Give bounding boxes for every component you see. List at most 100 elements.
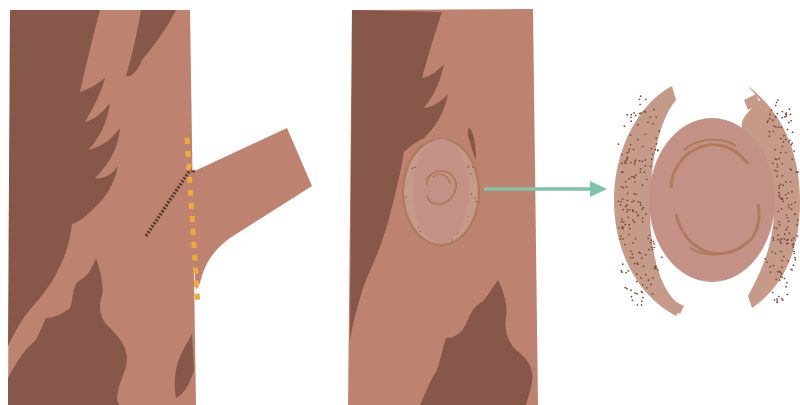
speckle-dot [790,239,793,242]
speckle-dot [643,171,646,174]
speckle-dot [786,281,788,284]
speckle-dot [645,178,648,181]
growth-ring-arc [674,203,761,256]
speckle-dot [634,159,637,162]
right-arrow-icon [484,181,607,197]
speckle-dot [781,174,784,177]
speckle-dot [624,223,627,226]
speckle-dot [631,299,634,302]
speckle-dot [644,253,647,256]
speckle-dot [633,192,636,195]
speckle-dot [420,230,422,233]
wound-speckles [405,165,477,241]
speckle-dot [634,292,636,295]
collar-speckles [617,95,799,306]
speckle-dot [638,251,640,254]
speckle-dot [783,238,786,240]
speckle-dot [781,162,784,165]
speckle-dot [768,135,771,138]
speckle-dot [786,217,789,219]
speckle-dot [641,184,644,187]
speckle-dot [779,271,782,274]
speckle-dot [627,270,630,272]
speckle-dot [791,131,794,134]
speckle-dot [657,269,659,272]
speckle-dot [413,167,415,169]
speckle-dot [655,137,658,140]
speckle-dot [795,171,798,174]
speckle-dot [780,126,783,129]
speckle-dot [778,224,781,226]
speckle-dot [620,185,623,188]
speckle-dot [787,204,790,207]
speckle-dot [775,101,778,104]
speckle-dot [784,151,787,154]
speckle-dot [779,241,782,244]
speckle-dot [796,219,799,221]
speckle-dot [629,134,632,137]
speckle-dot [789,113,792,116]
speckle-dot [632,148,635,151]
speckle-dot [629,161,632,164]
speckle-dot [782,184,785,187]
speckle-dot [650,147,653,150]
wound-face [413,139,469,243]
speckle-dot [771,162,774,165]
speckle-dot [794,201,797,204]
speckle-dot [639,252,642,255]
speckle-dot [792,243,795,245]
speckle-dot [644,164,647,167]
speckle-dot [635,273,638,276]
speckle-dot [624,205,627,208]
wound-face-closeup [649,118,775,282]
speckle-dot [794,256,796,259]
panel-branch-attached [8,10,312,405]
speckle-dot [794,258,797,261]
speckle-dot [785,115,788,118]
speckle-dot [774,104,777,107]
speckle-dot [647,121,649,124]
speckle-dot [768,131,771,133]
speckle-dot [622,220,625,223]
speckle-dot [640,112,643,114]
speckle-dot [636,138,639,141]
speckle-dot [636,262,639,265]
speckle-dot [778,195,780,198]
speckle-dot [772,264,775,267]
speckle-dot [794,213,797,216]
speckle-dot [785,113,787,116]
speckle-dot [790,119,792,122]
speckle-dot [617,143,620,146]
speckle-dot [625,271,627,274]
speckle-dot [621,218,623,221]
speckle-dot [774,157,777,160]
speckle-dot [775,227,778,230]
pruning-wound [401,137,481,247]
speckle-dot [626,157,628,160]
speckle-dot [787,238,789,241]
speckle-dot [787,121,790,124]
speckle-dot [649,165,652,168]
speckle-dot [622,238,624,240]
speckle-dot [775,126,777,128]
speckle-dot [632,242,634,244]
speckle-dot [782,141,785,143]
speckle-dot [630,295,633,298]
speckle-dot [633,112,636,114]
collar-notch [744,94,760,110]
speckle-dot [788,139,791,142]
speckle-dot [776,270,779,273]
speckle-dot [621,263,624,266]
speckle-dot [650,283,653,286]
speckle-dot [653,108,655,111]
speckle-dot [617,200,620,203]
speckle-dot [766,261,768,264]
speckle-dot [772,239,775,242]
speckle-dot [764,257,766,260]
speckle-dot [621,227,623,229]
speckle-dot [655,143,658,145]
speckle-dot [787,220,790,223]
speckle-dot [405,196,407,198]
speckle-dot [792,246,795,248]
